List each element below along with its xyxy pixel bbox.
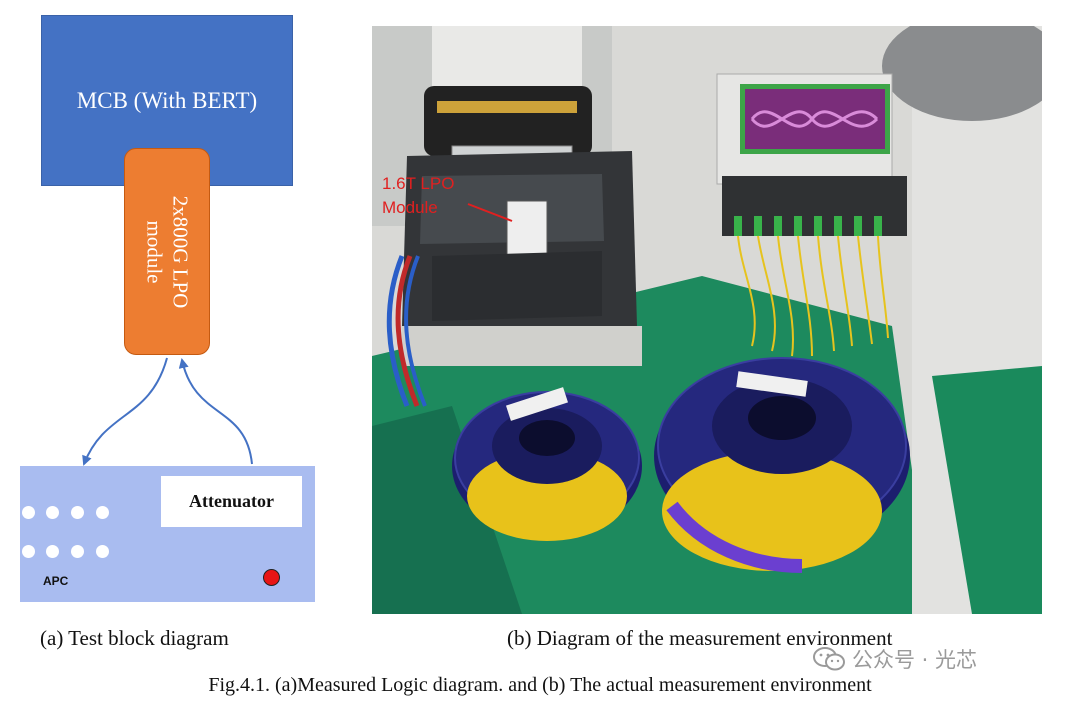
lpo-module-annotation: 1.6T LPO Module <box>382 172 454 220</box>
mcb-label: MCB (With BERT) <box>76 88 258 113</box>
arrow-module-to-attenuator <box>82 357 168 466</box>
caption-a: (a) Test block diagram <box>40 626 229 650</box>
measurement-photo <box>372 26 1042 614</box>
port-dot <box>46 545 59 558</box>
lpo-module-label: 2x800G LPO module <box>141 195 193 308</box>
port-dot <box>22 545 35 558</box>
lpo-module-label-line2: module <box>142 220 166 283</box>
signal-arrows <box>82 357 253 466</box>
annotation-line1: 1.6T LPO <box>382 174 455 193</box>
port-dot <box>46 506 59 519</box>
attenuator-label-panel: Attenuator <box>161 476 302 527</box>
port-dot <box>71 506 84 519</box>
figure-caption: Fig.4.1. (a)Measured Logic diagram. and … <box>208 674 872 696</box>
arrow-attenuator-to-module <box>178 358 253 465</box>
lpo-module-label-wrap: 2x800G LPO module <box>124 148 210 355</box>
port-dot <box>96 545 109 558</box>
annotation-line2: Module <box>382 198 438 217</box>
measurement-photo-illustration <box>372 26 1042 614</box>
wechat-icon <box>813 647 845 671</box>
attenuator-label: Attenuator <box>189 491 274 511</box>
port-dot <box>96 506 109 519</box>
lpo-module-block <box>124 148 210 355</box>
lpo-module-label-line1: 2x800G LPO <box>168 195 192 308</box>
caption-b: (b) Diagram of the measurement environme… <box>507 626 893 650</box>
port-dot <box>22 506 35 519</box>
indicator-light <box>263 569 280 586</box>
watermark-text: 公众号 · 光芯 <box>852 648 978 672</box>
port-dot <box>71 545 84 558</box>
watermark: 公众号 · 光芯 <box>812 644 977 674</box>
apc-label: APC <box>43 574 69 588</box>
